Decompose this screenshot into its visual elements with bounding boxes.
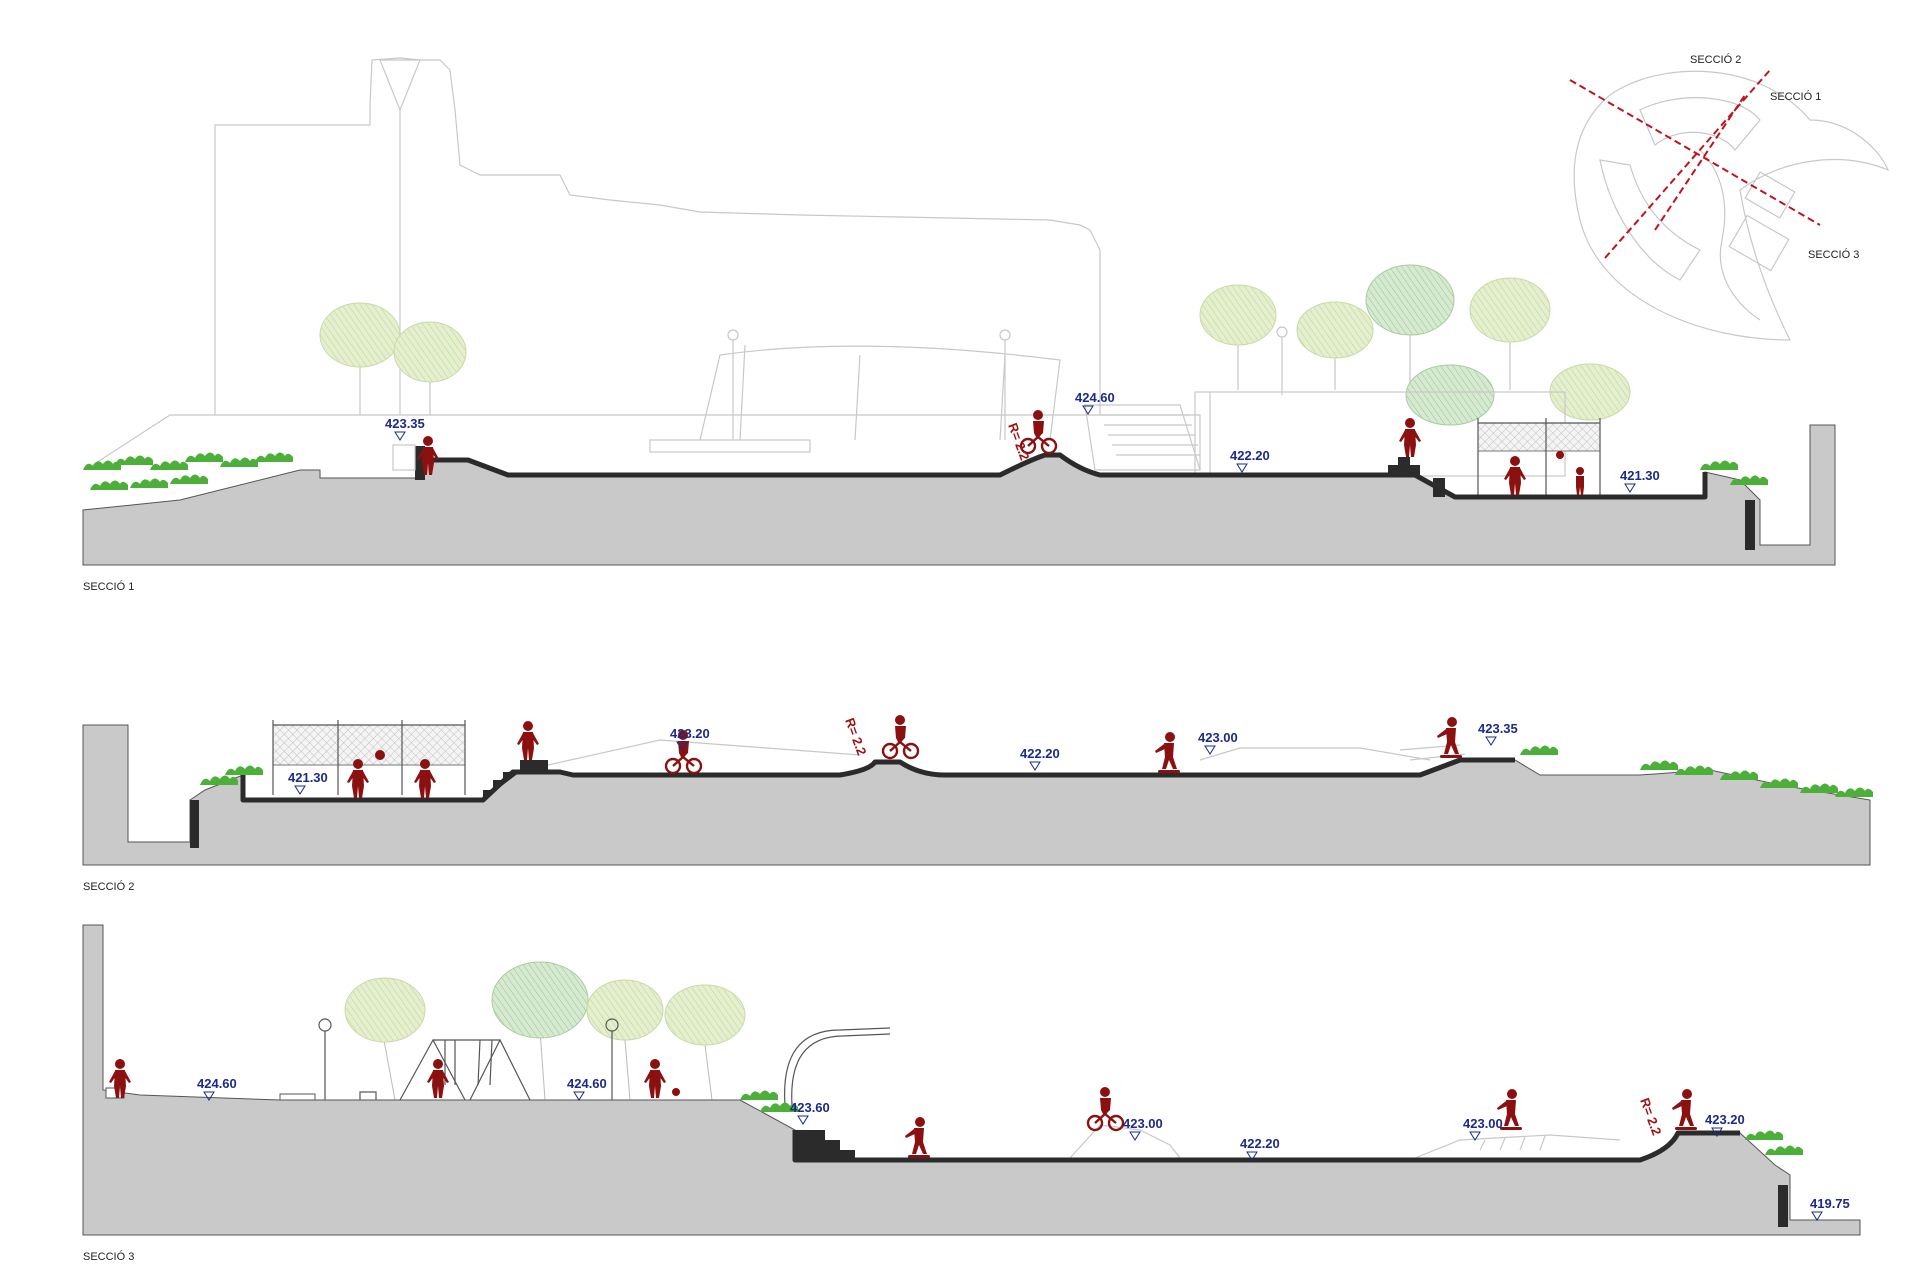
level-marker: 423.20 [1705,1112,1745,1127]
level-marker: 423.20 [670,726,710,741]
trees-right [1199,264,1631,426]
trees-left [319,302,467,415]
section-1: R= 2.2 423.35 424.60 422.20 421.30 SECCI… [82,57,1836,593]
level-marker: 419.75 [1810,1196,1850,1211]
radius-label-s1: R= 2.2 [1005,421,1032,462]
level-marker: 424.60 [567,1076,607,1091]
level-marker: 423.00 [1198,730,1238,745]
level-marker: 423.00 [1463,1116,1503,1131]
radius-label-s3: R= 2.2 [1637,1096,1664,1137]
level-markers-section-1: 423.35 424.60 422.20 421.30 [385,390,1660,493]
swing-set [399,1038,531,1101]
level-marker: 422.20 [1240,1136,1280,1151]
section-3: R= 2.2 424.60 424.60 423.60 423.00 422.2… [82,924,1861,1263]
key-map: SECCIÓ 2 SECCIÓ 1 SECCIÓ 3 [1569,53,1890,341]
figures-section-2 [347,713,1462,798]
keymap-label-seccio-2: SECCIÓ 2 [1690,53,1741,66]
keymap-label-seccio-3: SECCIÓ 3 [1808,248,1859,261]
section-2: R= 2.2 421.30 423.20 422.20 423.00 423.3… [82,713,1873,893]
level-marker: 422.20 [1230,448,1270,463]
section-2-caption: SECCIÓ 2 [83,880,134,893]
figures-section-3 [109,1059,1697,1158]
level-marker: 423.35 [385,416,425,431]
section-3-caption: SECCIÓ 3 [83,1250,134,1263]
background-castle [214,57,1101,415]
keymap-label-seccio-1: SECCIÓ 1 [1770,90,1821,103]
level-marker: 423.35 [1478,721,1518,736]
trees-section-3 [344,961,746,1101]
section-1-caption: SECCIÓ 1 [83,580,134,593]
level-marker: 424.60 [1075,390,1115,405]
level-marker: 421.30 [288,770,328,785]
level-marker: 423.00 [1123,1116,1163,1131]
radius-label-s2: R= 2.2 [842,716,869,757]
level-markers-section-3: 424.60 424.60 423.60 423.00 422.20 423.0… [197,1076,1850,1221]
ground-section-3 [82,924,1861,1236]
level-marker: 421.30 [1620,468,1660,483]
level-marker: 424.60 [197,1076,237,1091]
level-markers-section-2: 421.30 423.20 422.20 423.00 423.35 [288,721,1518,795]
level-marker: 423.60 [790,1100,830,1115]
level-marker: 422.20 [1020,746,1060,761]
figures-section-1 [417,408,1584,495]
